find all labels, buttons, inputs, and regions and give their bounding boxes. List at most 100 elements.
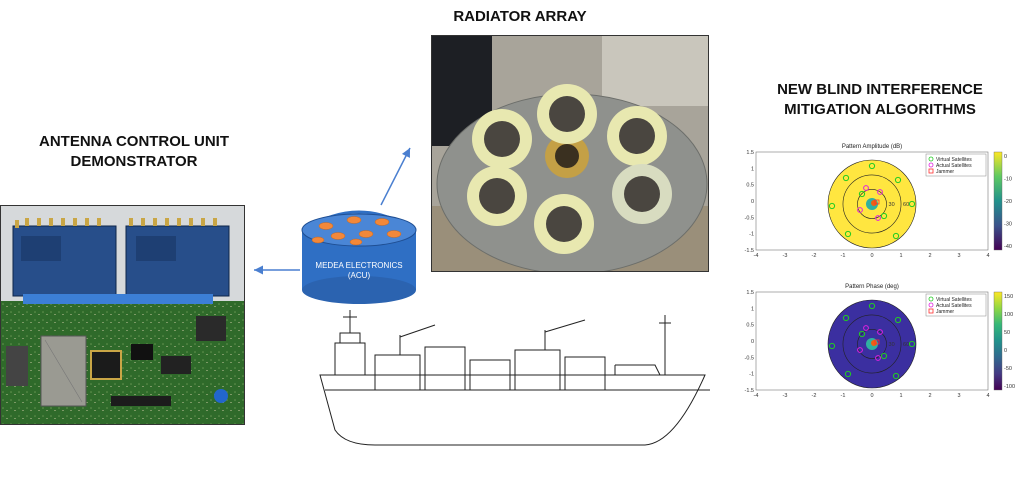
virtual-satellite-marker [828, 202, 836, 210]
ship-drawing [319, 310, 710, 446]
y-tick-label: -1.5 [745, 388, 754, 394]
x-tick-label: -1 [841, 253, 846, 259]
algorithms-title: NEW BLIND INTERFERENCE MITIGATION ALGORI… [760, 80, 1000, 120]
x-tick-label: 2 [928, 393, 931, 399]
y-tick-label: -1 [749, 232, 754, 238]
acu-title: ANTENNA CONTROL UNIT DEMONSTRATOR [10, 132, 258, 172]
x-tick-label: 3 [957, 253, 960, 259]
ring-60 [842, 174, 902, 234]
virtual-satellite-marker [908, 200, 916, 208]
y-tick-label: 0.5 [746, 323, 754, 329]
acu-title-line1: ANTENNA CONTROL UNIT [39, 133, 229, 150]
actual-satellite-marker [875, 215, 881, 221]
y-tick-label: 0 [751, 339, 754, 345]
colorbar-tick-label: 150 [1004, 294, 1013, 300]
ring-label-30: 30 [889, 342, 895, 348]
actual-satellite-marker [857, 207, 863, 213]
radiator-elements [467, 84, 672, 254]
y-tick-label: -0.5 [745, 215, 754, 221]
virtual-satellite-marker [868, 302, 876, 310]
legend-box [925, 153, 987, 177]
center-peak [871, 200, 877, 206]
medea-label-line1: MEDEA ELECTRONICS [315, 261, 402, 270]
colorbar-tick-label: -40 [1004, 244, 1012, 250]
legend-jammer-label: Jammer [936, 309, 954, 315]
virtual-satellite-marker [880, 352, 888, 360]
colorbar-tick-label: -20 [1004, 199, 1012, 205]
medea-modules [311, 216, 402, 246]
y-tick-label: 1 [751, 166, 754, 172]
colorbar-tick-label: -50 [1004, 366, 1012, 372]
x-tick-label: -3 [783, 393, 788, 399]
x-tick-label: -1 [841, 393, 846, 399]
colorbar [993, 151, 1003, 251]
jammer-marker [874, 339, 880, 345]
colorbar-tick-label: -30 [1004, 222, 1012, 228]
legend-virtual-marker [928, 156, 934, 162]
virtual-satellite-marker [892, 372, 900, 380]
legend-virtual-label: Virtual Satellites [936, 297, 972, 303]
center-peak [871, 340, 877, 346]
legend-actual-label: Actual Satellites [936, 163, 972, 169]
ring-outer [827, 299, 917, 389]
x-tick-label: 4 [986, 393, 989, 399]
ring-30 [857, 189, 887, 219]
actual-satellite-marker [863, 185, 869, 191]
y-tick-label: 1 [751, 306, 754, 312]
actual-satellite-marker [877, 329, 883, 335]
actual-satellite-marker [877, 189, 883, 195]
virtual-satellite-marker [858, 330, 866, 338]
x-tick-label: -4 [754, 253, 759, 259]
x-tick-label: 1 [899, 253, 902, 259]
radiator-array-title: RADIATOR ARRAY [453, 8, 587, 25]
arrow-to-radiator [380, 147, 411, 206]
colorbar [993, 291, 1003, 391]
colorbar-tick-label: -10 [1004, 177, 1012, 183]
x-tick-label: 0 [870, 393, 873, 399]
medea-label-line2: (ACU) [348, 271, 371, 280]
ring-outer [827, 159, 917, 249]
legend-virtual-label: Virtual Satellites [936, 157, 972, 163]
x-tick-label: -2 [812, 253, 817, 259]
legend-actual-marker [928, 162, 934, 168]
virtual-satellite-marker [868, 162, 876, 170]
ring-label-30: 30 [889, 202, 895, 208]
ring-30 [857, 329, 887, 359]
actual-satellite-marker [875, 355, 881, 361]
legend-jammer-label: Jammer [936, 169, 954, 175]
y-tick-label: -1.5 [745, 248, 754, 254]
virtual-satellite-marker [858, 190, 866, 198]
legend-box [925, 293, 987, 317]
legend-virtual-marker [928, 296, 934, 302]
colorbar-tick-label: 100 [1004, 312, 1013, 318]
y-tick-label: -0.5 [745, 355, 754, 361]
colorbar-tick-label: 50 [1004, 330, 1010, 336]
legend-actual-marker [928, 302, 934, 308]
ring-60 [842, 314, 902, 374]
y-tick-label: 0.5 [746, 183, 754, 189]
y-tick-label: 1.5 [746, 290, 754, 296]
virtual-satellite-marker [894, 316, 902, 324]
x-tick-label: 1 [899, 393, 902, 399]
actual-satellite-marker [863, 325, 869, 331]
plot-title: Pattern Phase (deg) [845, 284, 899, 290]
x-tick-label: -4 [754, 393, 759, 399]
legend-jammer-marker [928, 308, 934, 314]
acu-board-photo [0, 205, 245, 425]
y-tick-label: -1 [749, 372, 754, 378]
y-tick-label: 1.5 [746, 150, 754, 156]
ring-label-60: 60 [903, 342, 909, 348]
actual-satellite-marker [857, 347, 863, 353]
medea-electronics-box: MEDEA ELECTRONICS (ACU) [301, 210, 417, 304]
algorithms-title-line1: NEW BLIND INTERFERENCE [777, 81, 983, 98]
virtual-satellite-marker [828, 342, 836, 350]
x-tick-label: 3 [957, 393, 960, 399]
colorbar-tick-label: -100 [1004, 384, 1015, 390]
plot-title: Pattern Amplitude (dB) [842, 144, 902, 150]
legend-actual-label: Actual Satellites [936, 303, 972, 309]
virtual-satellite-marker [880, 212, 888, 220]
